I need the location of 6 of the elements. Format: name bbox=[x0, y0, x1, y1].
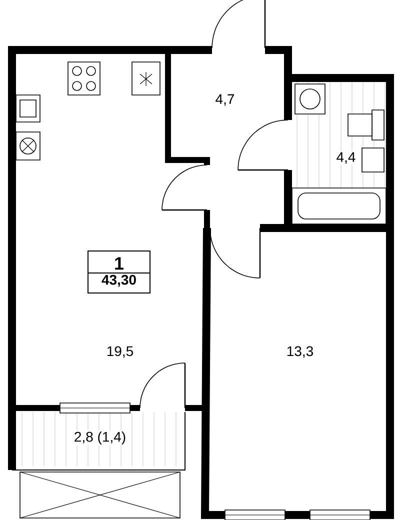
room-area: 19,5 bbox=[105, 345, 135, 359]
room-area: 2,8 (1,4) bbox=[72, 430, 128, 446]
apartment-box: 1 43,30 bbox=[88, 250, 150, 294]
room-area: 4,7 bbox=[214, 93, 236, 107]
room-area: 4,4 bbox=[335, 151, 357, 165]
room-area: 13,3 bbox=[285, 345, 315, 359]
